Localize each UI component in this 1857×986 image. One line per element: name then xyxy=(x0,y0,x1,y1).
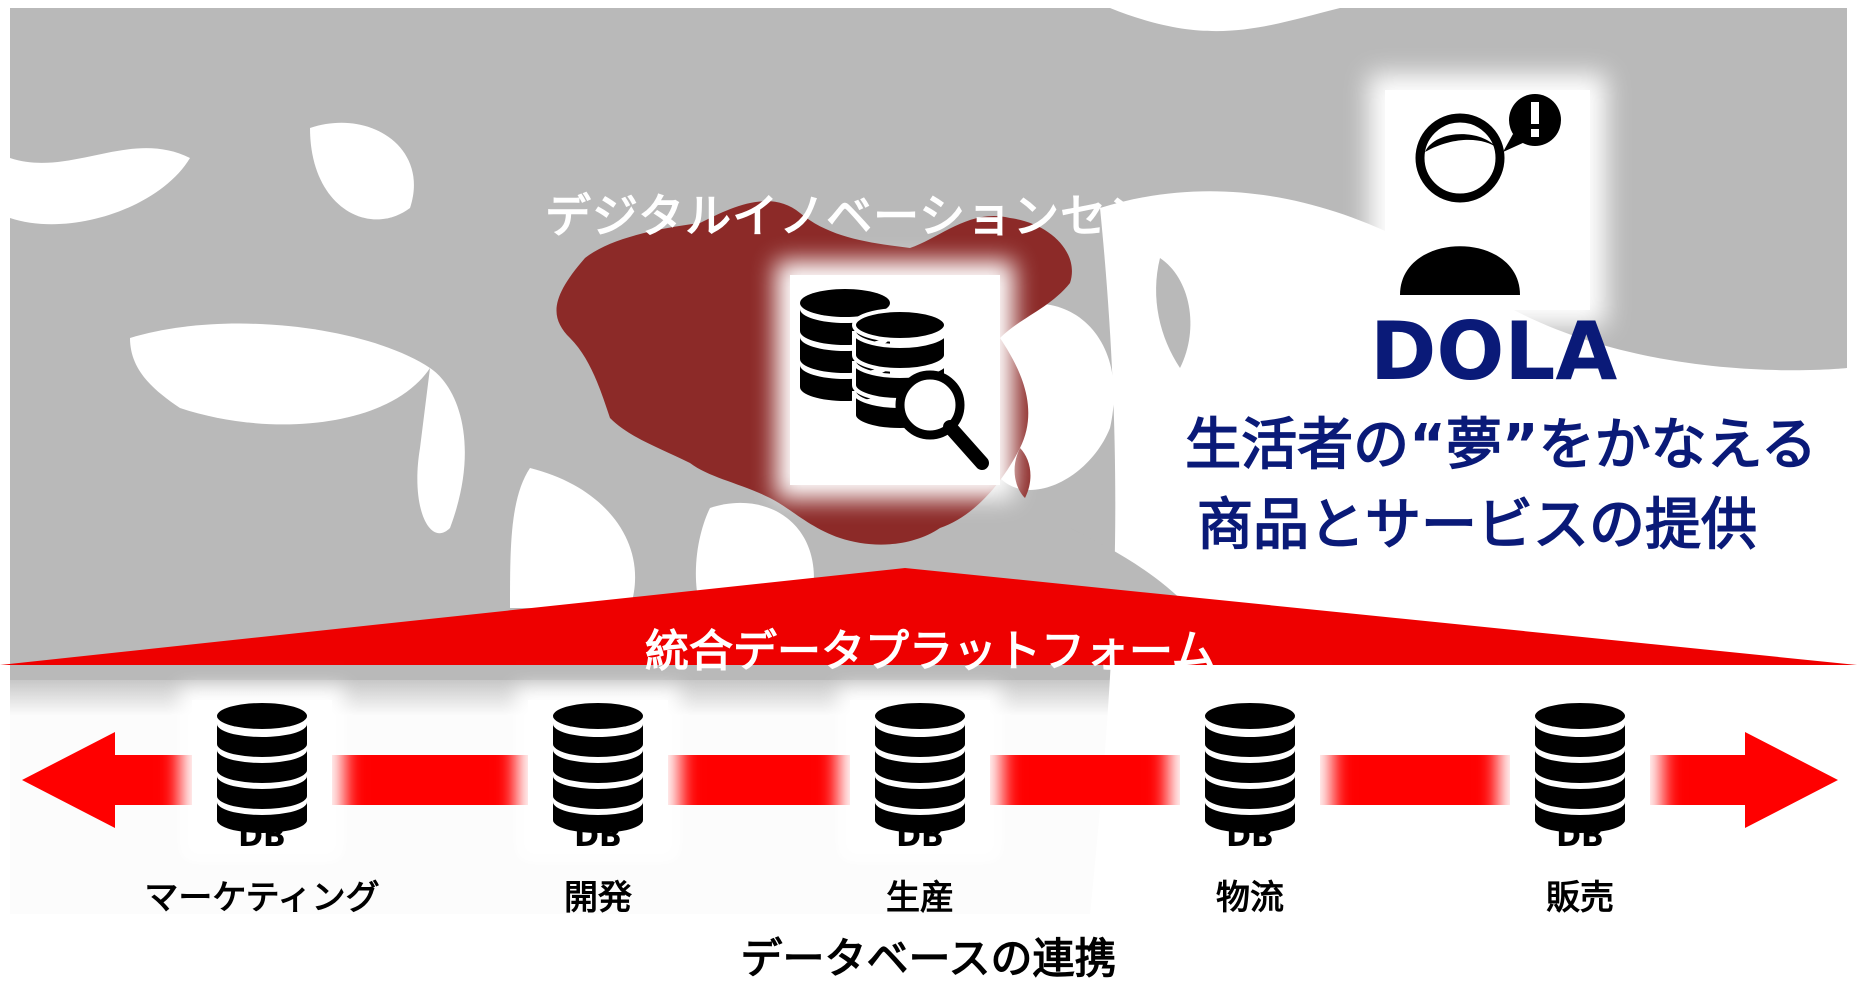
database-label: 物流 xyxy=(1216,878,1284,918)
database-label: 生産 xyxy=(886,878,954,918)
db-badge: DB xyxy=(896,819,944,850)
caption-database-linkage: データベースの連携 xyxy=(740,934,1117,983)
database-label: マーケティング xyxy=(144,878,380,918)
platform-label: 統合データプラットフォーム xyxy=(645,626,1216,677)
database-label: 開発 xyxy=(564,878,632,918)
platform-triangle xyxy=(0,568,1857,665)
arabian-sea-shape xyxy=(510,468,636,608)
database-icon: DB xyxy=(1205,703,1295,850)
database-node: DB xyxy=(1510,700,1650,850)
db-badge: DB xyxy=(574,819,622,850)
db-badge: DB xyxy=(1226,819,1274,850)
mediterranean-shape xyxy=(130,323,430,425)
taiwan-highlight-shape xyxy=(1014,448,1031,498)
innovation-center-label: デジタルイノベーションセンター xyxy=(545,189,1249,243)
dola-tagline-1: 生活者の“夢”をかなえる xyxy=(1185,413,1817,478)
database-node: DB xyxy=(528,700,668,850)
database-node: DB xyxy=(850,700,990,850)
arctic-shape xyxy=(1110,8,1340,32)
database-node: DB xyxy=(1180,700,1320,850)
database-search-icon xyxy=(790,275,1000,485)
database-icon: DB xyxy=(217,703,307,850)
japan-shape xyxy=(1156,258,1191,368)
db-badge: DB xyxy=(238,819,286,850)
person-graphic xyxy=(1400,94,1561,295)
database-node: DB xyxy=(192,700,332,850)
platform-triangle-shape xyxy=(0,568,1857,665)
database-search-graphic xyxy=(800,289,989,470)
database-label: 販売 xyxy=(1546,878,1614,918)
database-icon: DB xyxy=(1535,703,1625,850)
database-icon: DB xyxy=(553,703,643,850)
black-sea-shape xyxy=(310,122,414,220)
red-sea-shape xyxy=(417,368,465,534)
dola-tagline-2: 商品とサービスの提供 xyxy=(1197,493,1757,558)
sea-shape xyxy=(10,148,190,225)
person-exclamation-icon xyxy=(1385,90,1590,310)
dola-title: DOLA xyxy=(1370,305,1618,398)
db-badge: DB xyxy=(1556,819,1604,850)
database-icon: DB xyxy=(875,703,965,850)
